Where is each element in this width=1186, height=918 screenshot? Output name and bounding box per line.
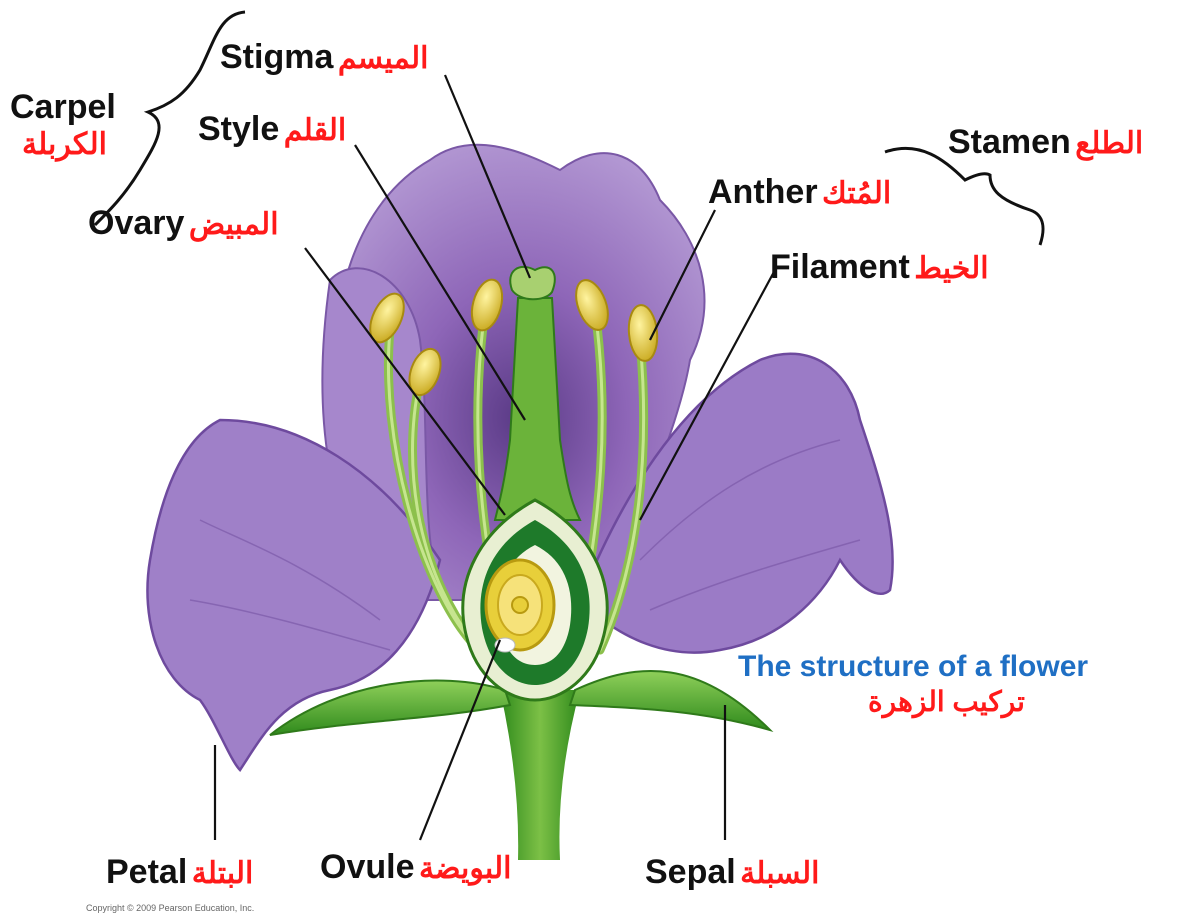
stamen-label-ar: الطلع (1075, 127, 1143, 160)
diagram-title-en: The structure of a flower (738, 652, 1088, 682)
style-label: Style القلم (198, 112, 346, 146)
stamen-label: Stamen الطلع (948, 125, 1143, 159)
stigma-label-ar: الميسم (338, 42, 429, 75)
copyright-notice: Copyright © 2009 Pearson Education, Inc. (86, 904, 254, 913)
ovary-label-ar: المبيض (189, 208, 279, 241)
ovary-label: Ovary المبيض (88, 206, 279, 240)
anther-label: Anther المُتك (708, 175, 891, 209)
diagram-title: The structure of a flower تركيب الزهرة (738, 652, 1088, 716)
diagram-title-ar: تركيب الزهرة (868, 688, 1088, 716)
carpel-label: Carpel الكربلة (10, 90, 116, 160)
carpel-label-en: Carpel (10, 90, 116, 124)
ovule (486, 560, 554, 652)
ovary-label-en: Ovary (88, 204, 184, 242)
petal-label-ar: البتلة (192, 857, 254, 890)
stamen-label-en: Stamen (948, 123, 1071, 161)
petal-label-en: Petal (106, 853, 187, 891)
filament-label-ar: الخيط (914, 252, 988, 285)
anther-label-ar: المُتك (822, 177, 891, 210)
carpel-label-ar: الكربلة (22, 130, 116, 160)
sepal-label-ar: السبلة (740, 857, 819, 890)
ovule-label-ar: البويضة (419, 852, 511, 885)
filament-label-en: Filament (770, 248, 910, 286)
style-label-ar: القلم (284, 114, 347, 147)
anther-label-en: Anther (708, 173, 818, 211)
petal-label: Petal البتلة (106, 855, 253, 889)
sepal-label-en: Sepal (645, 853, 736, 891)
stamen-bracket (885, 148, 1043, 245)
filament-label: Filament الخيط (770, 250, 989, 284)
ovule-label-en: Ovule (320, 848, 414, 886)
stem (500, 690, 580, 860)
stigma-label: Stigma الميسم (220, 40, 428, 74)
sepal-label: Sepal السبلة (645, 855, 819, 889)
stigma (510, 267, 555, 299)
style-label-en: Style (198, 110, 279, 148)
stigma-label-en: Stigma (220, 38, 333, 76)
ovule-label: Ovule البويضة (320, 850, 511, 884)
